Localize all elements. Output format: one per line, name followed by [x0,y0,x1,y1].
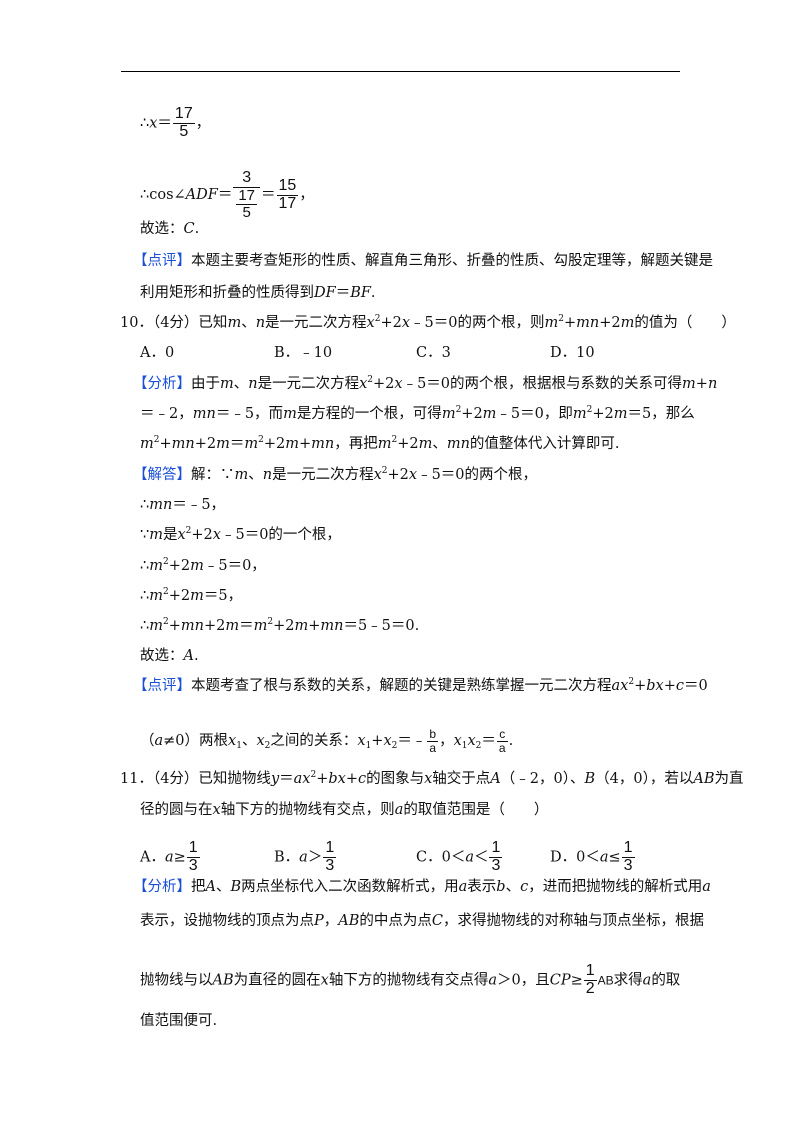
comment-tag: 【点评】 [133,253,191,269]
q10-option-b: B．﹣10 [274,345,333,361]
answer-line: 故选：C. [140,221,200,237]
analysis-tag-2: 【分析】 [133,879,191,895]
q10-comment-line-1: 【点评】本题考查了根与系数的关系，解题的关键是熟练掌握一元二次方程ax2+bx+… [133,677,708,695]
q10-stem: 10．（4分）已知m、n是一元二次方程x2+2x﹣5＝0的两个根，则m2+mn+… [120,314,736,332]
q11-analysis-line-2: 表示，设抛物线的顶点为点P，AB的中点为点C，求得抛物线的对称轴与顶点坐标，根据 [140,913,705,929]
comment-line-1: 【点评】本题主要考查矩形的性质、解直角三角形、折叠的性质、勾股定理等，解题关键是 [133,253,713,269]
comment-line-2: 利用矩形和折叠的性质得到DF＝BF. [140,285,376,301]
q10-answer-line: 故选：A. [140,648,199,664]
q10-solution-line-3: ∵m是x2+2x﹣5＝0的一个根， [140,526,341,544]
analysis-tag: 【分析】 [133,376,191,392]
q10-solution-line-6: ∴m2+mn+2m＝m2+2m+mn＝5﹣5＝0. [140,617,420,635]
q11-analysis-line-1: 【分析】把A、B两点坐标代入二次函数解析式，用a表示b、c，进而把抛物线的解析式… [133,879,711,895]
q11-stem-line-1: 11．（4分）已知抛物线y＝ax2+bx+c的图象与x轴交于点A（﹣2，0）、B… [120,770,744,788]
q11-analysis-line-4: 值范围便可. [140,1013,218,1029]
q10-option-d: D．10 [550,345,595,361]
q10-option-c: C．3 [416,345,451,361]
q11-stem-line-2: 径的圆与在x轴下方的抛物线有交点，则a的取值范围是（ ） [140,802,549,818]
q10-analysis-line-2: ＝﹣2，mn＝﹣5，而m是方程的一个根，可得m2+2m﹣5＝0，即m2+2m＝5… [140,405,695,423]
comment-tag-2: 【点评】 [133,678,191,694]
q10-solution-line-1: 【解答】解：∵m、n是一元二次方程x2+2x﹣5＝0的两个根， [133,466,538,484]
q10-analysis-line-1: 【分析】由于m、n是一元二次方程x2+2x﹣5＝0的两个根，根据根与系数的关系可… [133,375,718,393]
q10-solution-line-5: ∴m2+2m＝5， [140,587,243,605]
solution-tag: 【解答】 [133,467,191,483]
q10-solution-line-4: ∴m2+2m﹣5＝0， [140,557,266,575]
q10-analysis-line-3: m2+mn+2m＝m2+2m+mn，再把m2+2m、mn的值整体代入计算即可. [140,435,620,453]
q10-option-a: A．0 [140,345,175,361]
q10-solution-line-2: ∴mn＝﹣5， [140,497,226,513]
header-rule [121,71,680,72]
